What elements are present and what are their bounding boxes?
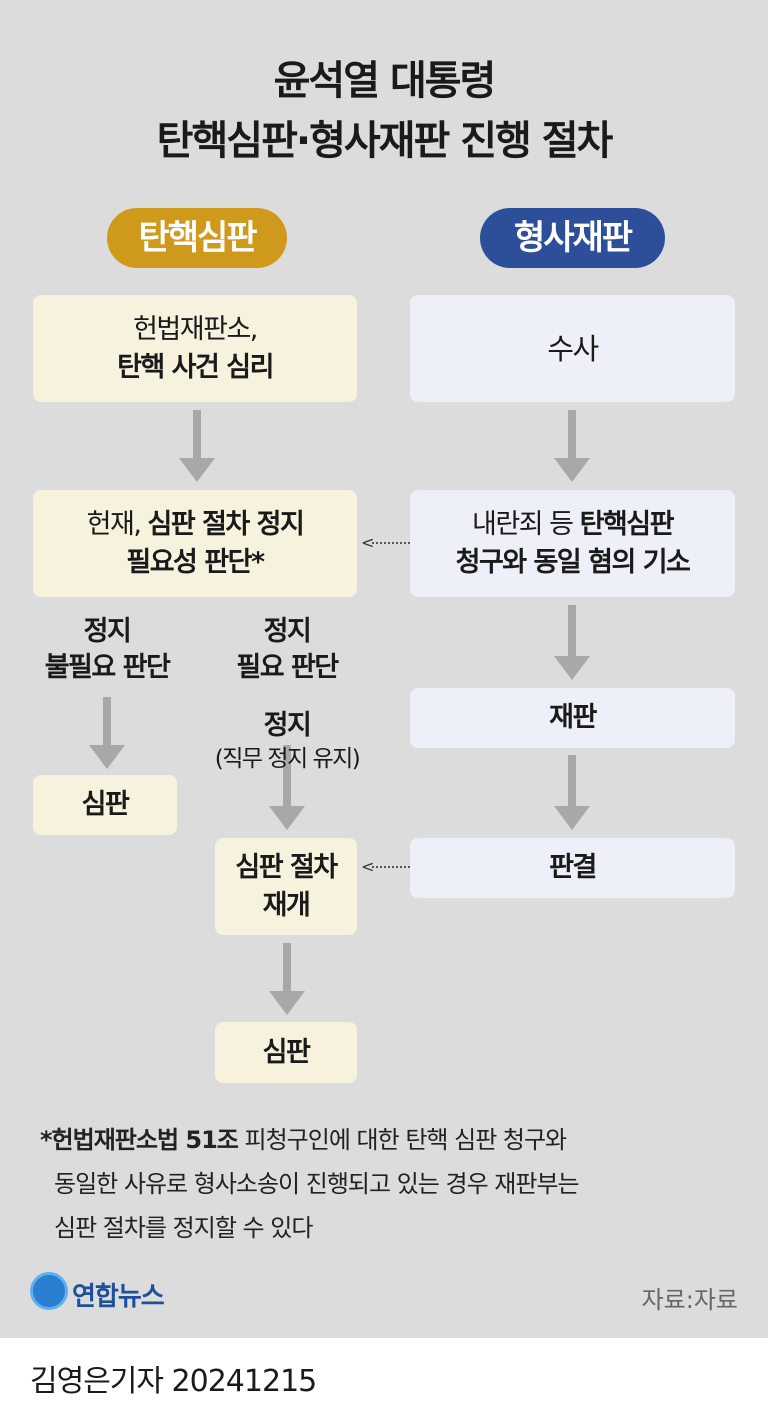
box-text: 재개 — [262, 889, 311, 921]
impeachment-header-pill: 탄핵심판 — [107, 208, 287, 268]
box-text-bold: 심판 절차 정지 — [147, 508, 305, 540]
label-text: 정지 — [263, 616, 312, 647]
footnote-line-1: *헌법재판소법 51조 피청구인에 대한 탄핵 심판 청구와 — [40, 1118, 568, 1162]
down-arrow-icon — [554, 605, 590, 680]
left-box-suspension-decision: 헌재, 심판 절차 정지 필요성 판단* — [33, 490, 357, 597]
right-box-trial: 재판 — [410, 688, 735, 748]
right-box-verdict: 판결 — [410, 838, 735, 898]
dotted-connector — [372, 542, 410, 544]
yonhap-logo-text: 연합뉴스 — [72, 1282, 165, 1312]
chevron-left-icon: < — [361, 857, 375, 876]
box-text: 헌재, — [86, 508, 148, 540]
box-text-bold: 필요성 판단* — [126, 546, 265, 578]
reporter-name: 김영은기자 — [30, 1364, 164, 1399]
footnote-line-2: 동일한 사유로 형사소송이 진행되고 있는 경우 재판부는 — [54, 1170, 580, 1198]
criminal-trial-header-pill: 형사재판 — [480, 208, 665, 268]
yonhap-logo-icon — [30, 1272, 68, 1310]
left-box-resume-trial: 심판 절차 재개 — [215, 838, 357, 935]
down-arrow-icon — [89, 697, 125, 769]
box-text: 심판 절차 — [235, 851, 338, 883]
source-credit: 자료:자료 — [641, 1286, 738, 1314]
down-arrow-icon — [269, 943, 305, 1015]
footnote-line-3: 심판 절차를 정지할 수 있다 — [54, 1214, 313, 1242]
label-text: 정지 — [83, 616, 132, 647]
left-box-trial-a: 심판 — [33, 775, 177, 835]
branch-no-suspension-label: 정지 불필요 판단 — [7, 614, 207, 686]
footnote-text: 피청구인에 대한 탄핵 심판 청구와 — [237, 1126, 568, 1154]
down-arrow-icon — [269, 745, 305, 830]
box-text-bold: 탄핵 사건 심리 — [117, 351, 274, 383]
box-text: 내란죄 등 — [472, 508, 580, 540]
publish-date: 20241215 — [171, 1364, 318, 1399]
suspension-status: 정지 (직무 정지 유지) — [187, 708, 387, 774]
label-text: 필요 판단 — [236, 652, 339, 683]
dotted-connector — [372, 866, 410, 868]
byline: 김영은기자 20241215 — [30, 1356, 318, 1400]
right-box-indictment: 내란죄 등 탄핵심판 청구와 동일 혐의 기소 — [410, 490, 735, 597]
label-note: (직무 정지 유지) — [214, 746, 361, 772]
right-box-investigation: 수사 — [410, 295, 735, 402]
left-box-constitutional-court-review: 헌법재판소, 탄핵 사건 심리 — [33, 295, 357, 402]
down-arrow-icon — [179, 410, 215, 482]
title-line-1: 윤석열 대통령 — [273, 58, 497, 104]
label-text: 불필요 판단 — [44, 652, 171, 683]
footnote-bold: *헌법재판소법 51조 — [40, 1126, 239, 1154]
box-text: 헌법재판소, — [133, 313, 258, 345]
left-box-trial-b: 심판 — [215, 1022, 357, 1083]
branch-suspension-label: 정지 필요 판단 — [187, 614, 387, 686]
chevron-left-icon: < — [361, 533, 375, 552]
down-arrow-icon — [554, 755, 590, 830]
down-arrow-icon — [554, 410, 590, 482]
label-text: 정지 — [263, 710, 312, 741]
title-line-2: 탄핵심판·형사재판 진행 절차 — [156, 118, 614, 164]
box-text-bold: 탄핵심판 — [579, 508, 675, 540]
box-text-bold: 청구와 동일 혐의 기소 — [455, 546, 691, 578]
